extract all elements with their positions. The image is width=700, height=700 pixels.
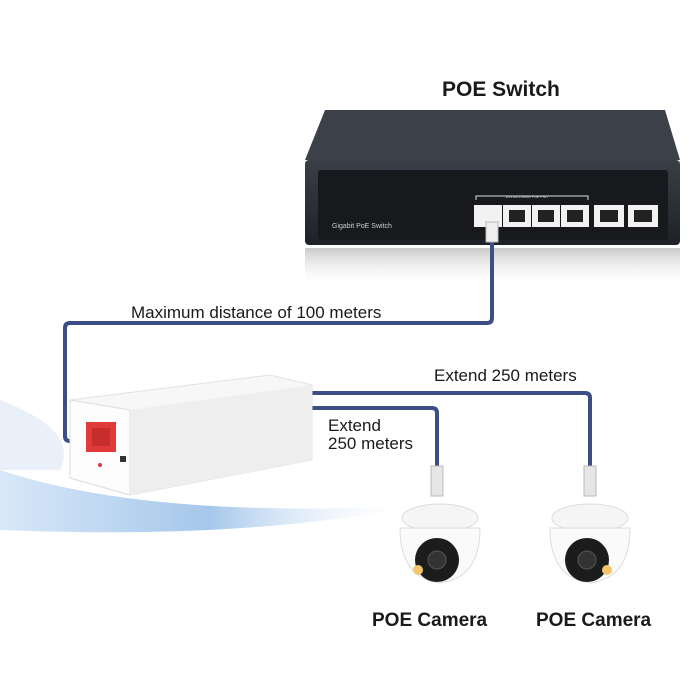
cable-extender-to-camera-right [300,391,592,470]
label-extend-right: Extend 250 meters [434,366,577,385]
rj45-connector [583,465,597,497]
camera-right [549,503,631,584]
rj45-connector [430,465,444,497]
cable-switch-to-extender [63,240,494,443]
rj45-connector [485,221,499,243]
poe-switch: Gigabit PoE Switch 10/100/1000M PoE Port [305,110,680,288]
camera-left [399,503,481,584]
background-swoosh [0,470,420,533]
poe-extender [69,374,313,496]
label-max-distance: Maximum distance of 100 meters [131,303,382,322]
label-camera-right: POE Camera [536,610,652,631]
cable-extender-to-camera-left [305,406,439,470]
diagram-title: POE Switch [442,78,560,101]
label-camera-left: POE Camera [372,610,488,631]
label-extend-left-line2: 250 meters [328,434,414,453]
label-extend-left-line1: Extend [328,416,381,435]
switch-model-label: Gigabit PoE Switch [332,223,392,230]
port-group-label: 10/100/1000M PoE Port [505,194,549,199]
cables [63,240,592,470]
ethernet-ports [474,205,658,227]
